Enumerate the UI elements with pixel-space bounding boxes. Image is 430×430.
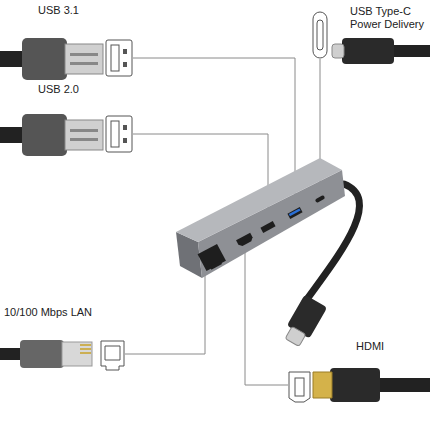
port-tongue (289, 208, 301, 216)
plug-contact (80, 352, 91, 354)
port (287, 207, 302, 219)
port (210, 260, 222, 269)
hub-top (176, 158, 342, 242)
usb-a-port-icon (106, 116, 132, 152)
port-inner (295, 378, 304, 396)
port-pin (123, 62, 127, 67)
port-outline (106, 116, 132, 152)
leader-line (245, 247, 288, 385)
port-tongue (317, 20, 323, 50)
port-label: USB 2.0 (38, 83, 79, 96)
port (315, 195, 326, 203)
hdmi-plug (313, 368, 430, 402)
port-label: 10/100 Mbps LAN (4, 306, 92, 319)
plug-boot (20, 340, 64, 368)
hub-usb-c-plug (281, 294, 328, 349)
port (236, 233, 254, 248)
plug-shell (65, 44, 103, 74)
port (260, 221, 275, 233)
hdmi-port-icon (289, 372, 310, 402)
port-pin (123, 49, 127, 54)
port-outline (101, 341, 124, 370)
hub-body (176, 158, 345, 278)
port-outline (313, 12, 327, 58)
plug-body (330, 368, 380, 402)
cable (378, 378, 430, 392)
plug-detail (70, 129, 98, 132)
plug-detail (70, 62, 98, 65)
usb-c-plug (332, 38, 430, 64)
rj45-plug (0, 340, 92, 368)
port-tongue (111, 121, 119, 147)
port-inner (105, 346, 120, 360)
port-pin (123, 125, 127, 130)
port-label: USB 3.1 (38, 4, 79, 17)
plug-body (62, 342, 92, 366)
port-outline (106, 40, 132, 76)
plug-tip (285, 326, 306, 346)
port-label: USB Type-C Power Delivery (350, 5, 426, 31)
port-pin (123, 138, 127, 143)
plug-shell (65, 120, 103, 150)
usbc-port (315, 195, 326, 203)
hdmi-port (236, 233, 254, 248)
plug-body (22, 114, 67, 156)
port-label: HDMI (356, 340, 384, 353)
usb-a-port-icon (106, 40, 132, 76)
leader-line (133, 58, 295, 205)
usb-c-port-icon (313, 12, 327, 58)
usb2-port (260, 221, 275, 233)
port (198, 244, 226, 271)
plug-body (22, 38, 67, 80)
plug-tip (313, 372, 332, 398)
plug-detail (70, 138, 98, 141)
leader-line (125, 262, 205, 354)
usb-a-plug (0, 114, 103, 156)
plug-tip (332, 44, 344, 58)
cable (392, 45, 430, 57)
rj45-port-icon (101, 341, 124, 370)
plug-detail (70, 53, 98, 56)
usb3-port (287, 207, 302, 219)
lan-port (198, 244, 227, 272)
usb-a-plug (0, 38, 103, 80)
port-tongue (111, 45, 119, 71)
port-outline (289, 372, 310, 402)
plug-contact (80, 348, 91, 350)
plug-contact (80, 344, 91, 346)
plug-body (342, 38, 394, 64)
